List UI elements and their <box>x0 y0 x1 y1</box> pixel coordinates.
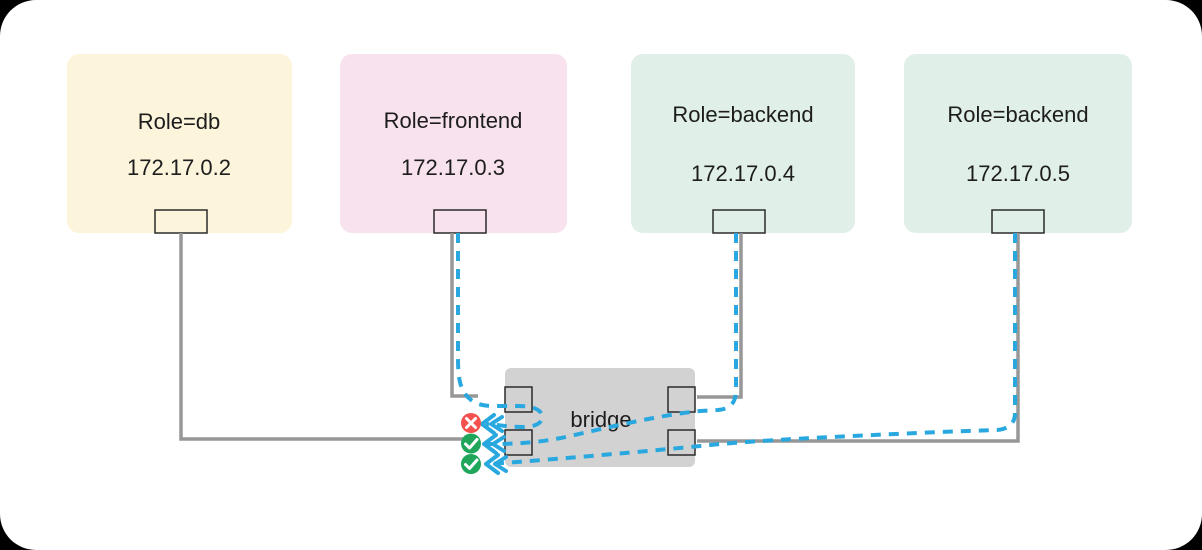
container-db-role-label: Role=db <box>138 109 221 134</box>
container-frontend-ip-label: 172.17.0.3 <box>401 155 505 180</box>
bridge-label: bridge <box>570 407 631 432</box>
container-backend-1-ip-label: 172.17.0.4 <box>691 161 795 186</box>
veth-wire-backend-2 <box>697 233 1020 443</box>
container-db: Role=db 172.17.0.2 <box>67 54 292 234</box>
ping-arrowheads <box>480 413 508 475</box>
container-frontend-role-label: Role=frontend <box>384 108 523 133</box>
container-backend-2-role-label: Role=backend <box>947 102 1088 127</box>
veth-wire-db <box>179 233 464 441</box>
container-db-box <box>67 54 292 233</box>
arrowhead-icon <box>482 433 506 455</box>
arrowhead-icon <box>484 453 508 475</box>
bridge-port-icon <box>667 429 696 456</box>
blocked-cross-icon <box>461 413 481 433</box>
container-frontend: Role=frontend 172.17.0.3 <box>340 54 567 234</box>
container-backend-2: Role=backend 172.17.0.5 <box>904 54 1132 234</box>
container-backend-2-box <box>904 54 1132 233</box>
arrowhead-icon <box>480 413 504 435</box>
veth-wire-frontend <box>450 233 478 398</box>
veth-wire-backend-1 <box>697 233 743 399</box>
status-badges <box>461 413 481 474</box>
allowed-check-icon <box>461 454 481 474</box>
container-backend-1: Role=backend 172.17.0.4 <box>631 54 855 234</box>
allowed-check-icon <box>461 433 481 454</box>
container-backend-1-role-label: Role=backend <box>672 102 813 127</box>
bridge-node: bridge <box>504 368 696 467</box>
eth-port-icon <box>712 209 766 234</box>
ping-arrows <box>456 233 1017 466</box>
container-backend-2-ip-label: 172.17.0.5 <box>966 161 1070 186</box>
bridge-port-icon <box>504 386 533 413</box>
container-frontend-box <box>340 54 567 233</box>
ping-path-frontend-blocked <box>456 233 545 430</box>
check-glyph <box>464 458 479 470</box>
bridge-box <box>505 368 695 467</box>
ping-path-backend-1-allowed <box>486 233 738 446</box>
container-backend-1-box <box>631 54 855 233</box>
x-glyph <box>465 417 477 429</box>
check-glyph <box>464 438 479 450</box>
container-db-ip-label: 172.17.0.2 <box>127 155 231 180</box>
ping-path-backend-2-allowed <box>488 233 1017 466</box>
